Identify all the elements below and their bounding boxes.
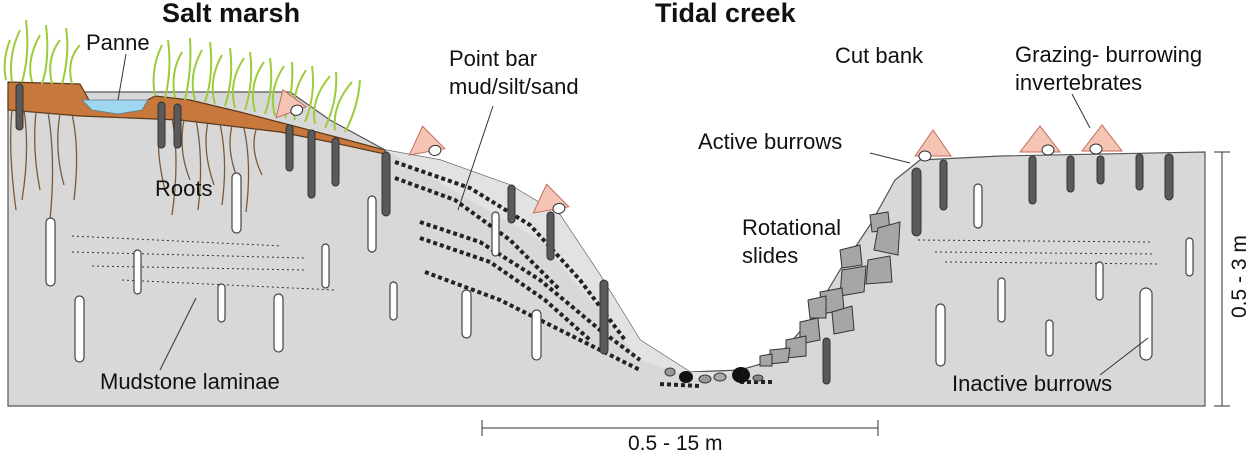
sediment-body bbox=[7, 91, 1206, 407]
laminae-right bbox=[917, 239, 1161, 265]
rotational-slide-blocks bbox=[759, 211, 901, 367]
marsh-grass bbox=[3, 19, 361, 133]
label-panne: Panne bbox=[86, 30, 150, 55]
marsh-roots bbox=[10, 109, 263, 221]
label-rotational-1: Rotational bbox=[742, 215, 841, 240]
horizontal-scale-bar bbox=[481, 420, 879, 436]
label-cut-bank: Cut bank bbox=[835, 43, 924, 68]
title-tidal-creek: Tidal creek bbox=[655, 0, 797, 28]
point-bar-surface bbox=[385, 150, 740, 380]
label-point-bar-2: mud/silt/sand bbox=[449, 74, 579, 99]
inactive-burrows bbox=[45, 172, 1194, 367]
label-grazing-1: Grazing- burrowing bbox=[1015, 42, 1202, 67]
leader-lines bbox=[117, 53, 1149, 376]
active-burrows bbox=[15, 83, 1174, 385]
label-mudstone-laminae: Mudstone laminae bbox=[100, 369, 280, 394]
title-salt-marsh: Salt marsh bbox=[162, 0, 300, 28]
label-grazing-2: invertebrates bbox=[1015, 70, 1142, 95]
invertebrates bbox=[275, 88, 1124, 214]
vertical-scale-label: 0.5 - 3 m bbox=[1228, 235, 1250, 318]
label-roots: Roots bbox=[155, 176, 212, 201]
label-inactive-burrows: Inactive burrows bbox=[952, 371, 1112, 396]
creek-bottom-pebbles bbox=[664, 367, 764, 384]
panne-water bbox=[81, 99, 149, 115]
mudstone-laminae-left bbox=[71, 235, 336, 291]
horizontal-scale-label: 0.5 - 15 m bbox=[628, 432, 723, 453]
label-rotational-2: slides bbox=[742, 243, 798, 268]
label-point-bar-1: Point bar bbox=[449, 46, 537, 71]
label-active-burrows: Active burrows bbox=[698, 129, 842, 154]
vertical-scale-bar bbox=[1214, 151, 1230, 407]
